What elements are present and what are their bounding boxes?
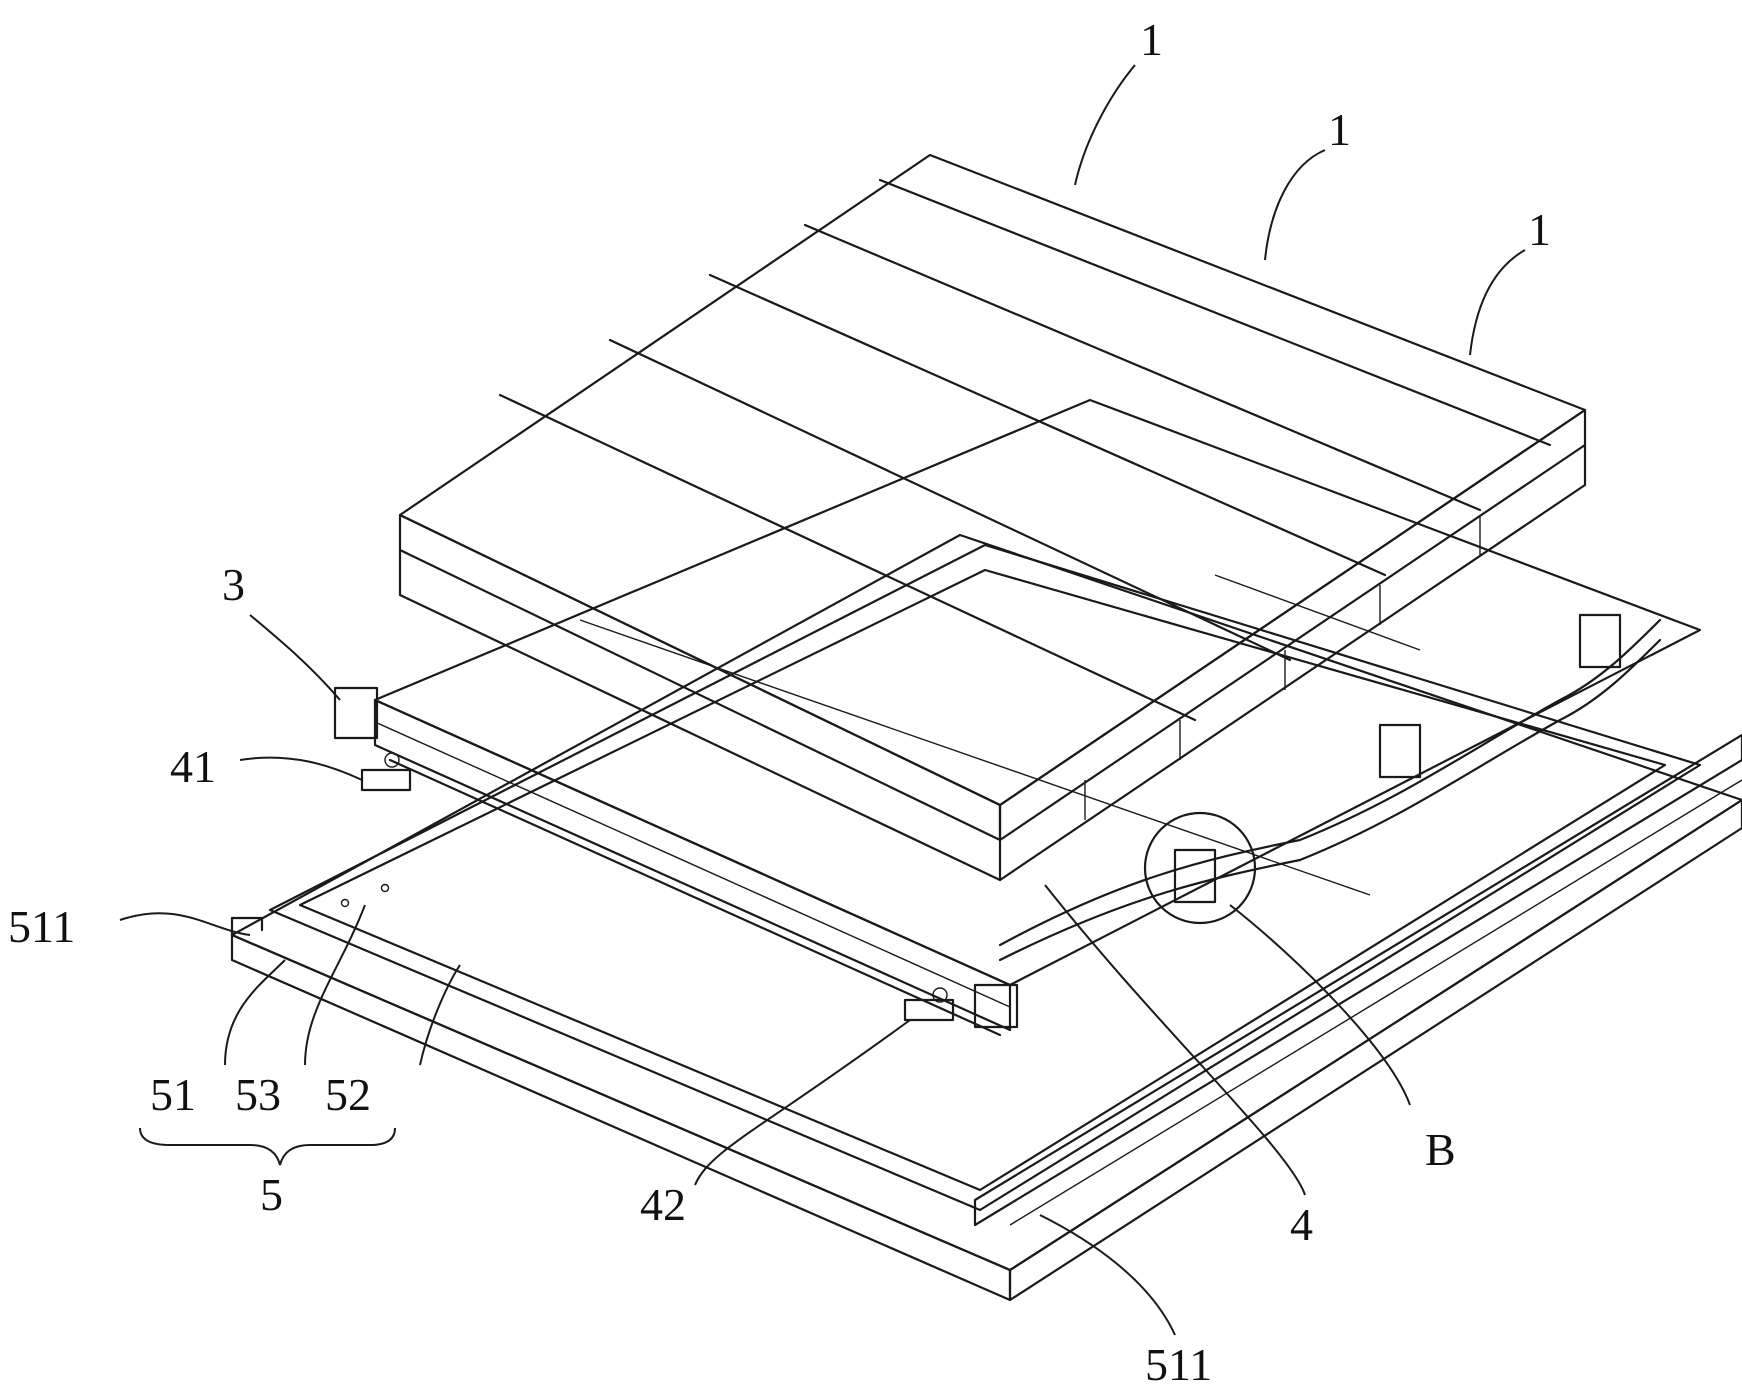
mount-lug-mid — [1175, 615, 1620, 902]
flange-strip-line — [1010, 780, 1742, 1225]
leader-41 — [240, 758, 362, 780]
label-1a: 1 — [1140, 14, 1163, 65]
base-frame-inner — [300, 570, 1665, 1190]
module-side-face — [1000, 410, 1585, 840]
label-5: 5 — [260, 1169, 283, 1220]
label-4: 4 — [1290, 1199, 1313, 1250]
base-hole — [382, 885, 389, 892]
module-box-side — [1000, 445, 1585, 880]
battery-modules — [400, 155, 1585, 880]
leader-1c — [1470, 250, 1525, 355]
leader-1a — [1075, 65, 1135, 185]
label-511-right: 511 — [1145, 1339, 1212, 1388]
tray-outline — [375, 400, 1700, 985]
label-1b: 1 — [1328, 104, 1351, 155]
leader-511-right — [1040, 1215, 1175, 1335]
label-41: 41 — [170, 741, 216, 792]
base-hole — [342, 900, 349, 907]
module-divider — [610, 340, 1290, 660]
leader-511-left — [120, 913, 250, 935]
module-divider — [710, 275, 1385, 575]
label-52: 52 — [325, 1069, 371, 1120]
leader-4 — [1045, 885, 1305, 1195]
label-511-left: 511 — [8, 901, 75, 952]
base-plate — [232, 535, 1742, 1270]
label-42: 42 — [640, 1179, 686, 1230]
flange-strip-right — [975, 735, 1742, 1225]
module-divider — [880, 180, 1550, 445]
label-1c: 1 — [1528, 204, 1551, 255]
label-51: 51 — [150, 1069, 196, 1120]
brace-5 — [140, 1128, 395, 1165]
label-b: B — [1425, 1124, 1456, 1175]
label-3: 3 — [222, 559, 245, 610]
base-assembly — [232, 535, 1742, 1300]
tray-bottom-bar — [390, 760, 1000, 1035]
leader-51 — [225, 960, 285, 1065]
tray-crossbar — [580, 620, 1370, 895]
mount-lug-front-left — [335, 688, 410, 790]
leader-3 — [250, 615, 340, 700]
label-53: 53 — [235, 1069, 281, 1120]
leader-1b — [1265, 150, 1325, 260]
reference-labels: 1 1 1 3 41 511 51 53 52 5 42 4 B 511 — [8, 14, 1551, 1388]
module-box-front — [400, 550, 1000, 880]
